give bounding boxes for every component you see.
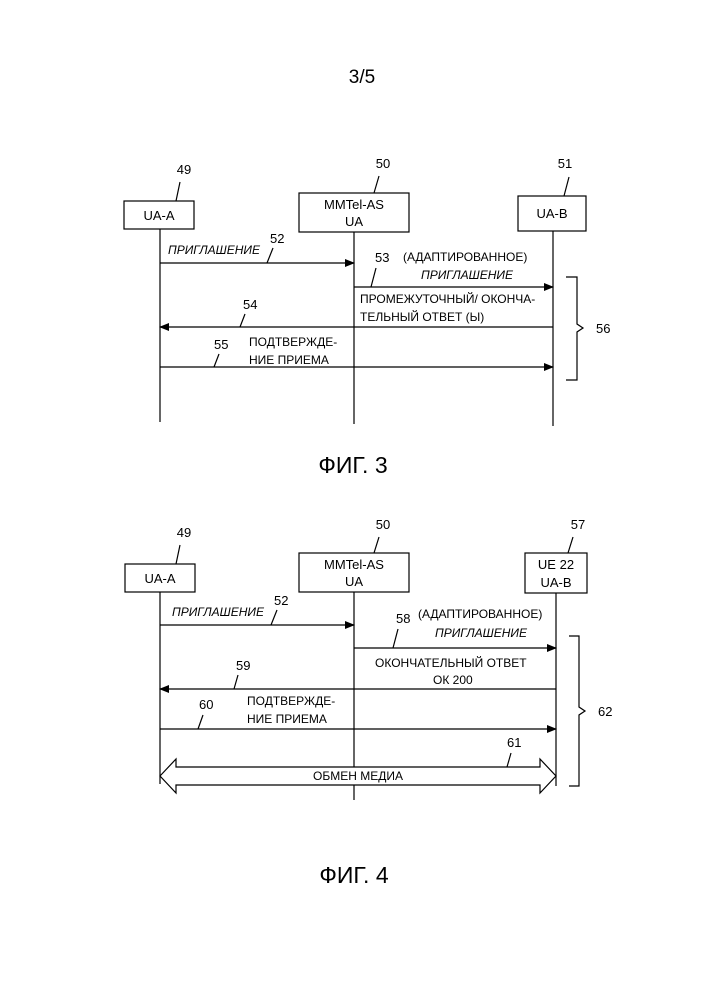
brace-transaction: 56 [566, 277, 610, 380]
message-label-line1: ПРОМЕЖУТОЧНЫЙ/ ОКОНЧА- [360, 291, 535, 306]
entity-label-line1: UE 22 [538, 557, 574, 572]
leader-line [267, 248, 273, 263]
entity-ue-ua-b: 57 UE 22 UA-B [525, 517, 587, 593]
page-number: 3/5 [349, 67, 375, 88]
figure-caption: ФИГ. 4 [319, 862, 388, 888]
ref-number: 52 [274, 593, 288, 608]
message-label-line1: ОКОНЧАТЕЛЬНЫЙ ОТВЕТ [375, 655, 527, 670]
ref-number: 49 [177, 162, 191, 177]
message-label-line2: ТЕЛЬНЫЙ ОТВЕТ (Ы) [360, 309, 484, 324]
message-label-line1: (АДАПТИРОВАННОЕ) [403, 250, 527, 264]
leader-line [176, 182, 180, 201]
leader-line [374, 537, 379, 553]
message-label-line2: ПРИГЛАШЕНИЕ [435, 626, 528, 640]
message-label: ПРИГЛАШЕНИЕ [168, 243, 261, 257]
entity-label: UA-A [143, 208, 174, 223]
entity-label: UA-B [536, 206, 567, 221]
message-adapted-invite: (АДАПТИРОВАННОЕ) ПРИГЛАШЕНИЕ 53 [354, 250, 553, 287]
leader-line [374, 176, 379, 193]
ref-number: 54 [243, 297, 257, 312]
leader-line [240, 314, 245, 327]
ref-number: 60 [199, 697, 213, 712]
leader-line [568, 537, 573, 553]
leader-line [271, 610, 277, 625]
entity-mmtel-as: 50 MMTel-AS UA [299, 517, 409, 592]
message-label-line2: ПРИГЛАШЕНИЕ [421, 268, 514, 282]
ref-number: 51 [558, 156, 572, 171]
message-final-response: ОКОНЧАТЕЛЬНЫЙ ОТВЕТ ОК 200 59 [160, 655, 556, 689]
leader-line [214, 354, 219, 367]
message-label-line2: НИЕ ПРИЕМА [247, 712, 327, 726]
media-exchange: ОБМЕН МЕДИА 61 [160, 735, 556, 793]
entity-ua-b: 51 UA-B [518, 156, 586, 231]
media-label: ОБМЕН МЕДИА [313, 769, 403, 783]
leader-line [176, 545, 180, 564]
brace-transaction: 62 [569, 636, 612, 786]
message-label-line1: (АДАПТИРОВАННОЕ) [418, 607, 542, 621]
figure-3: 49 UA-A 50 MMTel-AS UA 51 UA-B ПРИГЛАШЕН… [124, 156, 610, 478]
entity-label-line1: MMTel-AS [324, 197, 384, 212]
message-label: ПРИГЛАШЕНИЕ [172, 605, 265, 619]
ref-number: 58 [396, 611, 410, 626]
ref-number: 61 [507, 735, 521, 750]
message-provisional-final-response: ПРОМЕЖУТОЧНЫЙ/ ОКОНЧА- ТЕЛЬНЫЙ ОТВЕТ (Ы)… [160, 291, 553, 327]
ref-number: 52 [270, 231, 284, 246]
message-acknowledgement: ПОДТВЕРЖДЕ- НИЕ ПРИЕМА 55 [160, 335, 553, 367]
leader-line [371, 268, 376, 287]
leader-line [393, 629, 398, 648]
message-label-line1: ПОДТВЕРЖДЕ- [247, 694, 335, 708]
message-label-line1: ПОДТВЕРЖДЕ- [249, 335, 337, 349]
ref-number: 57 [571, 517, 585, 532]
entity-label-line2: UA [345, 574, 363, 589]
ref-number: 62 [598, 704, 612, 719]
message-acknowledgement: ПОДТВЕРЖДЕ- НИЕ ПРИЕМА 60 [160, 694, 556, 729]
entity-label-line1: MMTel-AS [324, 557, 384, 572]
brace [566, 277, 583, 380]
figure-caption: ФИГ. 3 [318, 452, 387, 478]
ref-number: 56 [596, 321, 610, 336]
ref-number: 55 [214, 337, 228, 352]
ref-number: 50 [376, 156, 390, 171]
leader-line [198, 715, 203, 729]
entity-label-line2: UA-B [540, 575, 571, 590]
message-invite: ПРИГЛАШЕНИЕ 52 [160, 593, 354, 625]
entity-ua-a: 49 UA-A [124, 162, 194, 229]
entity-label: UA-A [144, 571, 175, 586]
leader-line [564, 177, 569, 196]
ref-number: 49 [177, 525, 191, 540]
brace [569, 636, 585, 786]
ref-number: 50 [376, 517, 390, 532]
message-invite: ПРИГЛАШЕНИЕ 52 [160, 231, 354, 263]
message-adapted-invite: (АДАПТИРОВАННОЕ) ПРИГЛАШЕНИЕ 58 [354, 607, 556, 648]
leader-line [507, 753, 511, 767]
message-label-line2: ОК 200 [433, 673, 473, 687]
leader-line [234, 675, 238, 689]
ref-number: 53 [375, 250, 389, 265]
entity-ua-a: 49 UA-A [125, 525, 195, 592]
message-label-line2: НИЕ ПРИЕМА [249, 353, 329, 367]
entity-mmtel-as: 50 MMTel-AS UA [299, 156, 409, 232]
ref-number: 59 [236, 658, 250, 673]
entity-label-line2: UA [345, 214, 363, 229]
figure-4: 49 UA-A 50 MMTel-AS UA 57 UE 22 UA-B ПРИ… [125, 517, 612, 888]
